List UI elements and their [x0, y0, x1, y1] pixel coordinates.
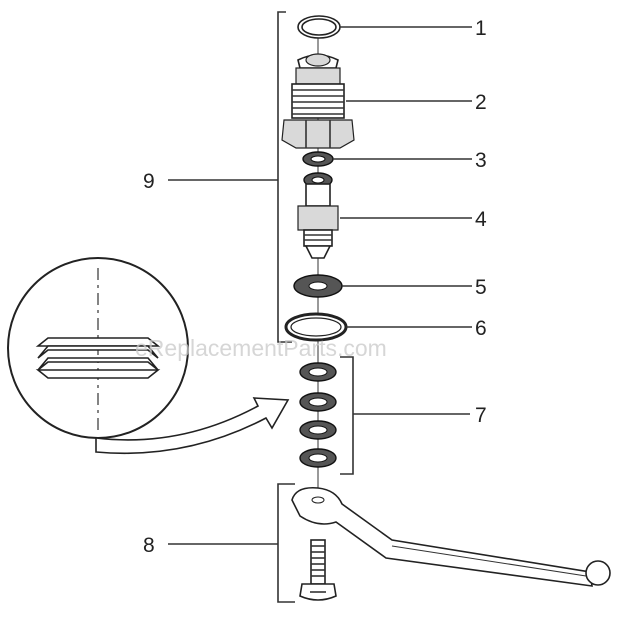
callout-8: 8	[143, 534, 155, 557]
detail-callout-circle	[7, 257, 189, 439]
o-ring-part	[297, 15, 341, 39]
bracket-packing-7	[340, 356, 470, 475]
callout-3: 3	[475, 149, 487, 172]
callout-4: 4	[475, 208, 487, 231]
retaining-ring-part	[284, 312, 348, 342]
callout-6: 6	[475, 317, 487, 340]
packing-set-part	[299, 362, 337, 468]
callout-7: 7	[475, 404, 487, 427]
lever-part	[291, 486, 611, 587]
small-washer-part	[302, 151, 334, 167]
watermark: eReplacementParts.com	[135, 335, 387, 361]
callout-1: 1	[475, 17, 487, 40]
callout-9: 9	[143, 170, 155, 193]
screw-part	[299, 539, 337, 601]
bracket-assembly-9	[168, 11, 292, 343]
callout-2: 2	[475, 91, 487, 114]
detail-arrow	[95, 397, 290, 455]
flat-washer-part	[293, 274, 343, 298]
bracket-lever-8	[168, 483, 295, 603]
callout-5: 5	[475, 276, 487, 299]
valve-seat-part	[297, 172, 339, 259]
valve-housing-part	[281, 53, 355, 149]
